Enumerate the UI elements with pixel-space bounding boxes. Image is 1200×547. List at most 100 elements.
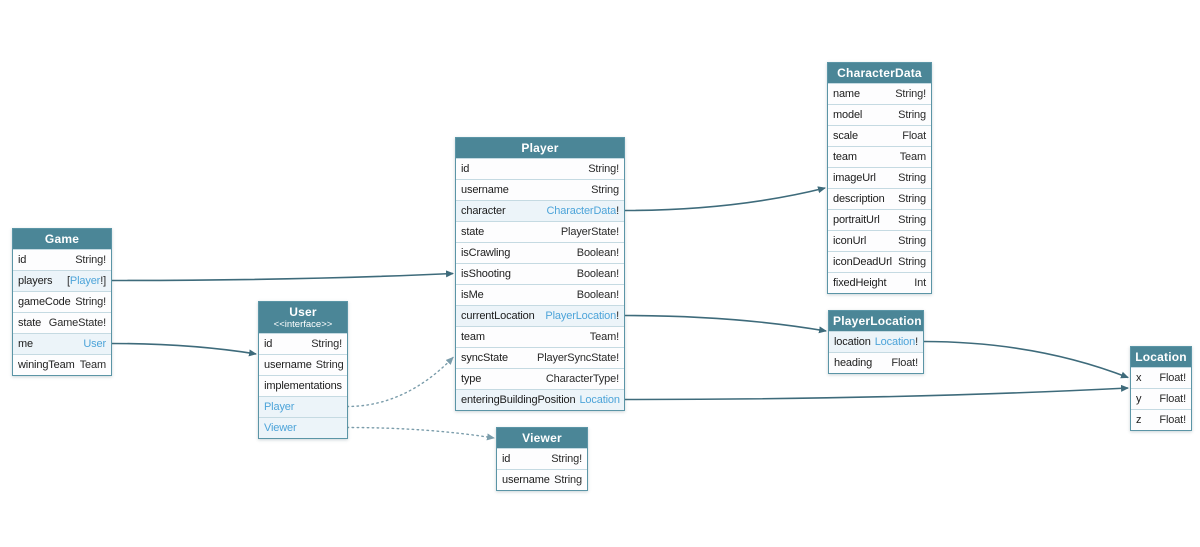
implementation-link-row[interactable]: Player [259,396,347,417]
field-type: Location [579,394,620,407]
field-type: Boolean! [576,268,619,280]
field-type: PlayerLocation! [545,310,619,322]
type-link[interactable]: Player [264,401,295,413]
field-name: isMe [461,289,484,301]
field-type: String [898,214,926,226]
type-link[interactable]: Player [69,275,101,287]
field-name: id [264,338,273,350]
field-type: User [83,338,106,351]
field-row[interactable]: type CharacterType! [456,368,624,389]
edge-game-players [110,270,454,282]
type-table-header[interactable]: CharacterData [828,63,931,83]
field-name: type [461,373,482,385]
field-row[interactable]: state GameState! [13,312,111,333]
field-type: CharacterType! [545,373,619,385]
field-name: description [833,193,885,205]
field-type: String [898,193,926,205]
field-name: username [264,359,312,371]
field-type: Float! [891,357,918,369]
edge-player-character [623,186,826,212]
field-type: Team [899,151,926,163]
type-link[interactable]: CharacterData [546,205,617,217]
type-title: PlayerLocation [833,314,922,328]
field-name: id [18,254,27,266]
field-row[interactable]: id String! [259,333,347,354]
type-table-header[interactable]: Viewer [497,428,587,448]
field-type: String! [75,254,106,266]
field-row[interactable]: players[Player!] [13,270,111,291]
field-type: String [898,109,926,121]
field-type: Team [79,359,106,371]
field-name: state [461,226,485,238]
edge-playerLocation-location [922,340,1129,379]
field-type: CharacterData! [546,205,620,217]
field-name: heading [834,357,873,369]
type-table-header[interactable]: Game [13,229,111,249]
field-row[interactable]: description String [828,188,931,209]
field-row[interactable]: z Float! [1131,409,1191,430]
type-table-header[interactable]: User <<interface>> [259,302,347,333]
field-name: state [18,317,42,329]
field-type: Float! [1159,414,1186,426]
type-link[interactable]: Viewer [264,422,297,434]
field-type: String! [75,296,106,308]
type-table-header[interactable]: Location [1131,347,1191,367]
field-row[interactable]: gameCode String! [13,291,111,312]
field-row[interactable]: heading Float! [829,352,923,373]
field-name: z [1136,414,1142,426]
field-type: PlayerState! [560,226,619,238]
field-name: enteringBuildingPosition [461,394,576,406]
field-type: String! [551,453,582,465]
type-table-header[interactable]: Player [456,138,624,158]
field-type: GameState! [48,317,106,329]
type-link[interactable]: Location [874,336,916,348]
type-link[interactable]: Location [579,394,620,406]
field-name: x [1136,372,1142,384]
implementation-link-row[interactable]: Viewer [259,417,347,438]
field-type: String! [588,163,619,175]
edge-user-Player [346,356,454,408]
section-label: implementations [264,380,342,392]
field-type: PlayerSyncState! [537,352,619,364]
field-name: gameCode [18,296,71,308]
type-link[interactable]: User [83,338,106,350]
type-title: Viewer [522,431,562,445]
type-table-header[interactable]: PlayerLocation [829,311,923,331]
field-name: fixedHeight [833,277,887,289]
field-type: String! [311,338,342,350]
type-link[interactable]: PlayerLocation [545,310,617,322]
field-row[interactable]: id String! [13,249,111,270]
field-row[interactable]: state PlayerState! [456,221,624,242]
